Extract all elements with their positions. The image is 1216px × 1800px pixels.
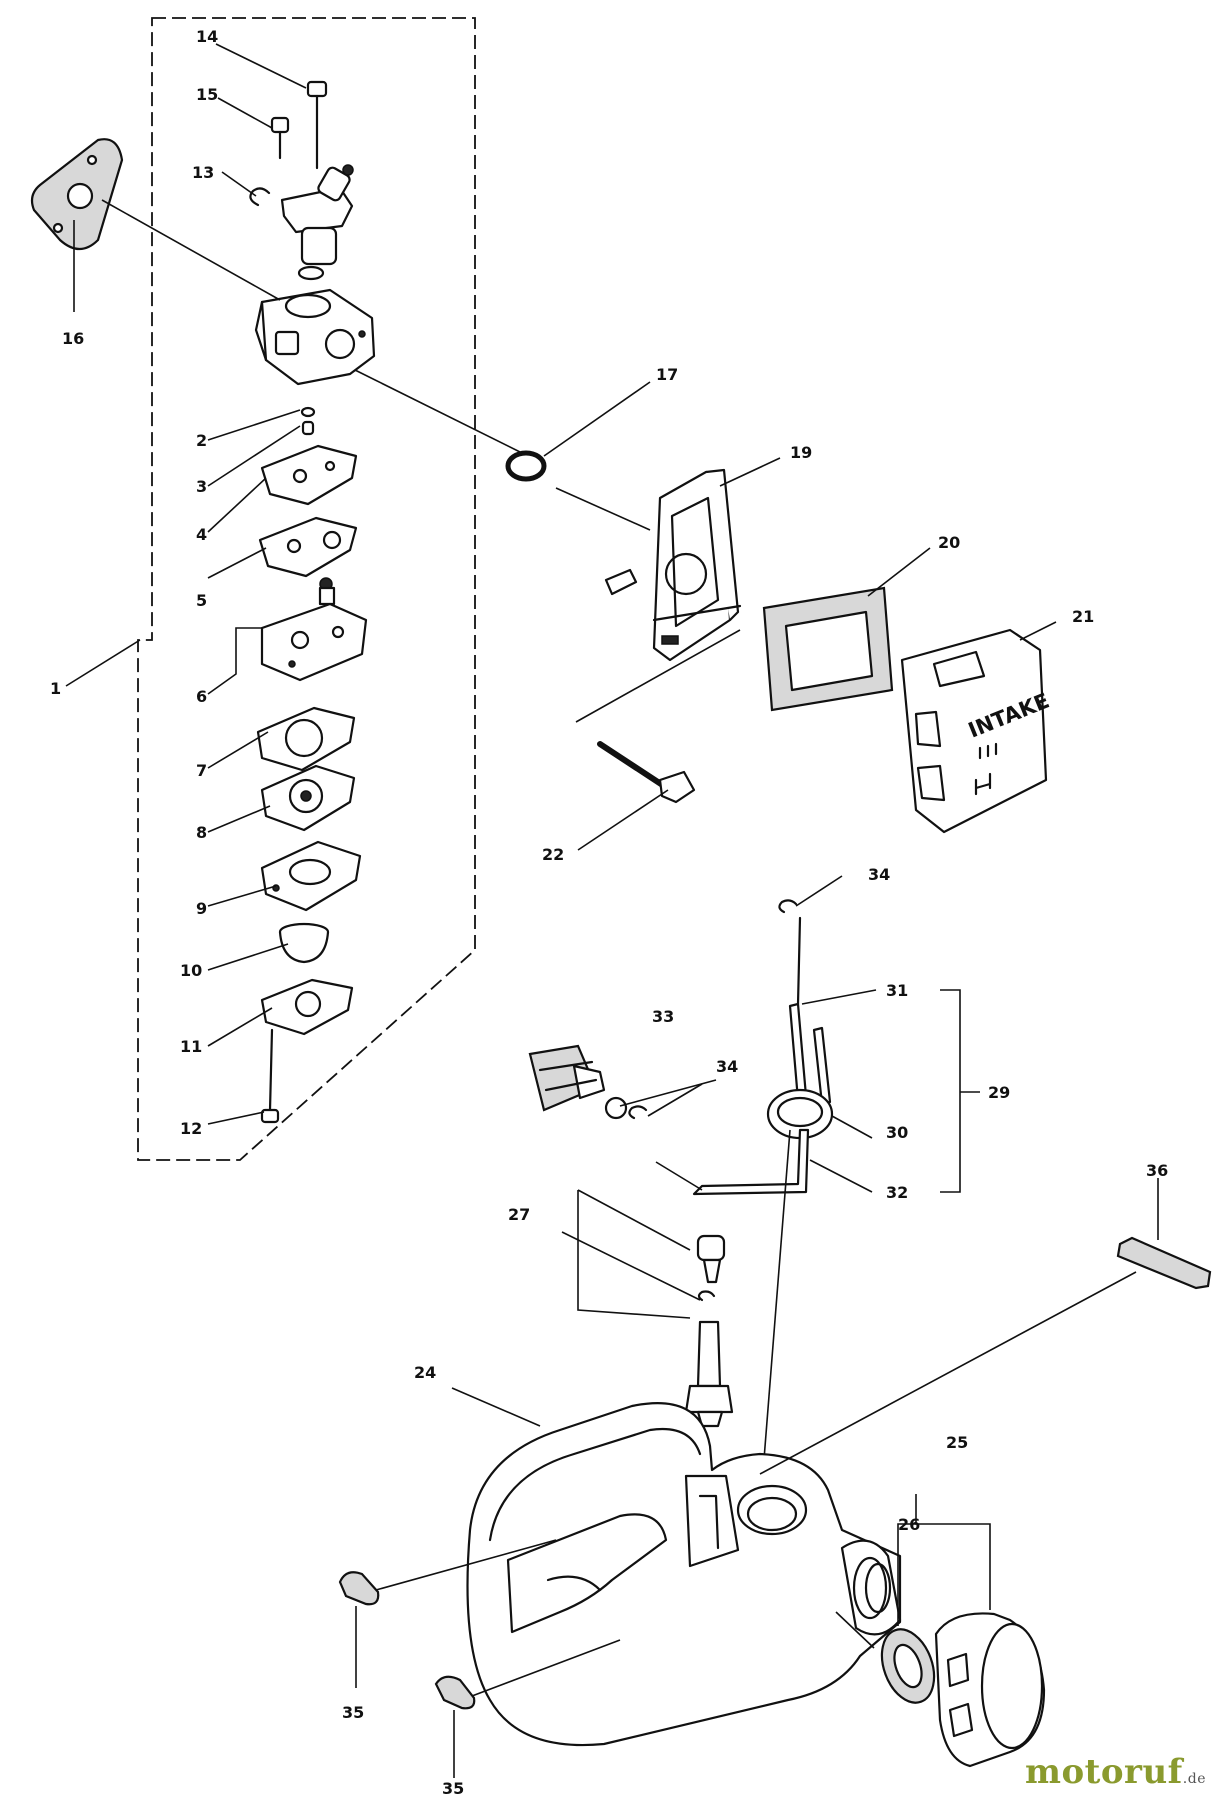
part-35-bumper-1 (338, 1571, 380, 1606)
part-15-screw (270, 116, 290, 160)
callout-19: 19 (790, 443, 812, 462)
callout-12: 12 (180, 1119, 202, 1138)
part-9-pump-cover (260, 840, 362, 912)
callout-17: 17 (656, 365, 678, 384)
motoruf-watermark: motoruf.de (1025, 1752, 1206, 1792)
part-5-diaphragm (258, 516, 358, 578)
part-25-fuel-cap (934, 1612, 1046, 1768)
callout-29: 29 (988, 1083, 1010, 1102)
callout-1: 1 (50, 679, 61, 698)
part-34-clip-mid (628, 1105, 648, 1120)
part-8-diaphragm (260, 764, 356, 832)
callout-11: 11 (180, 1037, 202, 1056)
callout-24: 24 (414, 1363, 436, 1382)
watermark-brand: motoruf (1025, 1752, 1183, 1792)
callout-35b: 35 (442, 1779, 464, 1798)
callout-9: 9 (196, 899, 207, 918)
part-16-gasket (30, 138, 124, 251)
part-24-fuel-tank (466, 1402, 902, 1747)
callout-35a: 35 (342, 1703, 364, 1722)
carburetor-body (254, 288, 376, 386)
callout-15: 15 (196, 85, 218, 104)
callout-14: 14 (196, 27, 218, 46)
part-34-clip-top (778, 899, 798, 914)
part-11-retainer (260, 978, 354, 1036)
part-32-return-tube (692, 1128, 810, 1196)
part-7-gasket (256, 706, 356, 772)
part-20-air-filter-element (762, 586, 894, 712)
part-12-screw (260, 1028, 280, 1124)
part-17-o-ring (505, 450, 547, 482)
callout-2: 2 (196, 431, 207, 450)
callout-10: 10 (180, 961, 202, 980)
part-6-pump-body (260, 577, 368, 682)
part-10-primer-bulb (278, 922, 330, 964)
choke-lever-unit (280, 164, 354, 281)
callout-31: 31 (886, 981, 908, 1000)
callout-34b: 34 (716, 1057, 738, 1076)
part-3-needle (301, 420, 315, 436)
callout-8: 8 (196, 823, 207, 842)
callout-32: 32 (886, 1183, 908, 1202)
part-21-air-cleaner-cover: INTAKE (900, 628, 1053, 834)
callout-21: 21 (1072, 607, 1094, 626)
part-26-cap-gasket (880, 1628, 936, 1704)
callout-22: 22 (542, 845, 564, 864)
part-22-long-screw (597, 741, 696, 804)
part-35-bumper-2 (434, 1675, 476, 1710)
part-27-vent-valve (684, 1234, 734, 1428)
callout-20: 20 (938, 533, 960, 552)
callout-13: 13 (192, 163, 214, 182)
callout-26: 26 (898, 1515, 920, 1534)
callout-5: 5 (196, 591, 207, 610)
watermark-suffix: .de (1182, 1771, 1206, 1787)
callout-6: 6 (196, 687, 207, 706)
callout-34a: 34 (868, 865, 890, 884)
part-13-clip (249, 187, 271, 207)
callout-30: 30 (886, 1123, 908, 1142)
callout-27: 27 (508, 1205, 530, 1224)
callout-36: 36 (1146, 1161, 1168, 1180)
callout-33: 33 (652, 1007, 674, 1026)
part-31-fuel-tube (788, 916, 832, 1106)
callout-3: 3 (196, 477, 207, 496)
callout-16: 16 (62, 329, 84, 348)
part-33-fuel-filter (528, 1044, 628, 1120)
callout-7: 7 (196, 761, 207, 780)
callout-25: 25 (946, 1433, 968, 1452)
part-19-air-cleaner-base (604, 468, 742, 662)
part-14-screw (306, 80, 328, 170)
part-36-bumper (1116, 1236, 1212, 1290)
callout-4: 4 (196, 525, 207, 544)
part-4-gasket (260, 444, 358, 506)
carburetor-assembly-frame (137, 17, 476, 1161)
part-2-o-ring (300, 406, 316, 418)
